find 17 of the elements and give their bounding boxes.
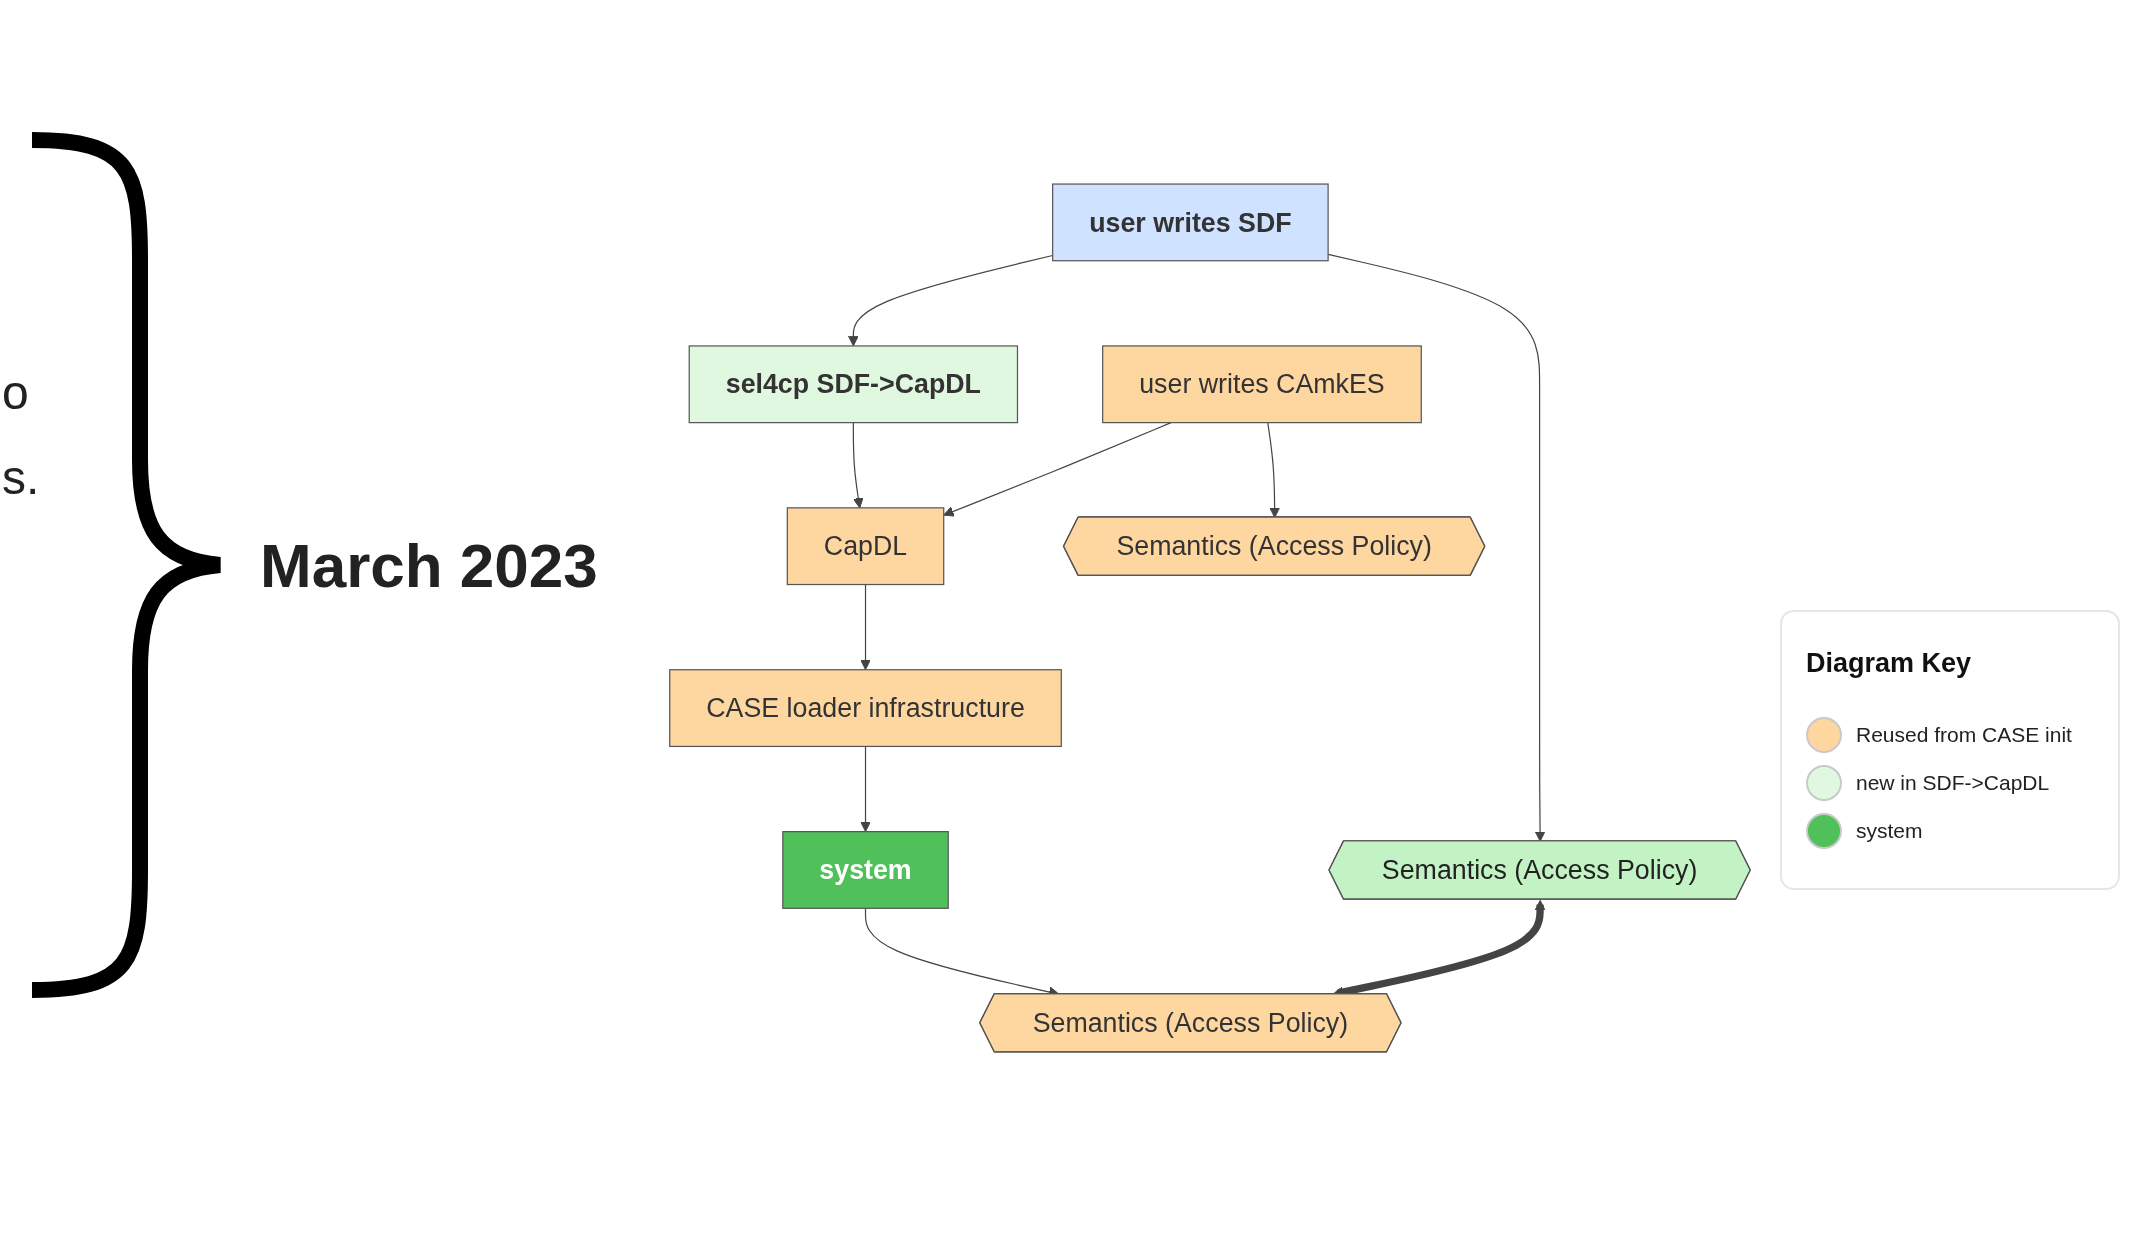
arrow [860, 583, 871, 671]
text-fragment: s. [2, 450, 40, 505]
text-fragment: o [2, 365, 29, 420]
node-box: user writes CAmkES [1102, 345, 1422, 424]
legend-title: Diagram Key [1806, 648, 1972, 679]
legend-text: system [1856, 819, 1923, 843]
arrow [943, 422, 1172, 517]
legend-text: Reused from CASE init [1856, 723, 2072, 747]
arrow [860, 745, 871, 833]
node-box: sel4cp SDF->CapDL [688, 345, 1019, 424]
date-label: March 2023 [260, 530, 598, 601]
node-box: CapDL [786, 507, 945, 586]
arrow [852, 422, 864, 509]
node-box: system [782, 831, 949, 909]
node-box: user writes SDF [1052, 183, 1329, 262]
node-box: CASE loader infrastructure [669, 669, 1062, 748]
legend-text: new in SDF->CapDL [1856, 771, 2050, 795]
